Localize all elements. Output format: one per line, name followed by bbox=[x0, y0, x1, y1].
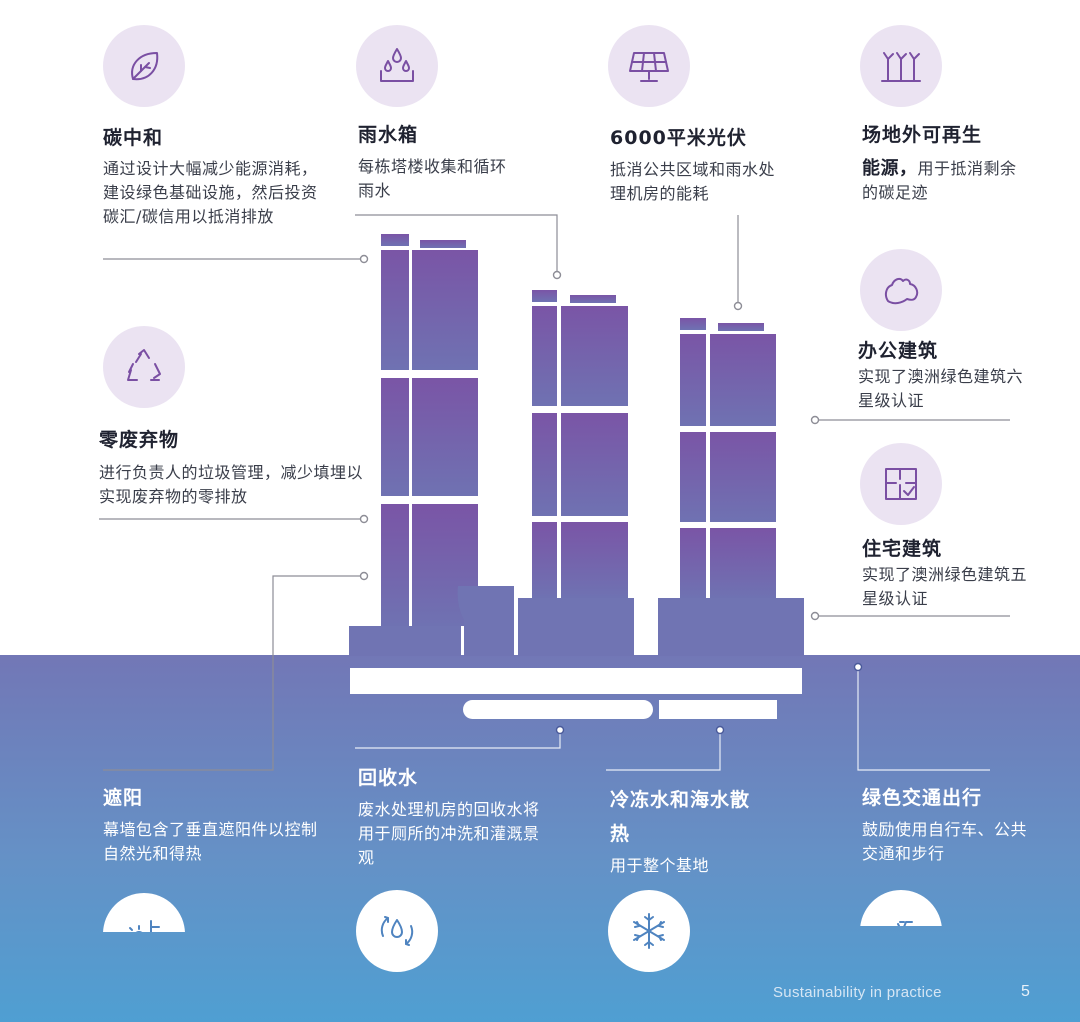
tower-middle bbox=[532, 290, 628, 598]
chilled-water-title: 冷冻水和海水散热 bbox=[610, 789, 751, 845]
solar-desc: 抵消公共区域和雨水处理机房的能耗 bbox=[610, 160, 776, 203]
solar-title: 6000平米光伏 bbox=[610, 127, 747, 149]
green-transport-title: 绿色交通出行 bbox=[862, 787, 983, 809]
basement-slab bbox=[350, 668, 802, 694]
offsite-renewable-desc-text: 用于抵消剩余的碳足迹 bbox=[862, 159, 1017, 202]
leaf-icon bbox=[103, 25, 185, 107]
recycle-icon bbox=[103, 326, 185, 408]
podium bbox=[349, 586, 804, 656]
tower-left bbox=[381, 234, 478, 626]
water-recycle-icon bbox=[356, 890, 438, 972]
offsite-renewable-title: 场地外可再生 bbox=[862, 124, 983, 146]
water-drops-icon bbox=[356, 25, 438, 107]
rain-tank-desc: 每栋塔楼收集和循环雨水 bbox=[358, 157, 507, 200]
recycled-water-desc: 废水处理机房的回收水将用于厕所的冲洗和灌溉景观 bbox=[358, 800, 540, 867]
shading-title: 遮阳 bbox=[103, 787, 144, 809]
offsite-renewable-desc: 能源，用于抵消剩余的碳足迹 bbox=[862, 157, 1027, 205]
rain-tank-title: 雨水箱 bbox=[358, 124, 419, 146]
leader-dots bbox=[359, 254, 863, 735]
green-transport-desc: 鼓励使用自行车、公共交通和步行 bbox=[862, 820, 1028, 863]
carbon-neutral-desc: 通过设计大幅减少能源消耗，建设绿色基础设施，然后投资碳汇/碳信用以抵消排放 bbox=[103, 159, 318, 226]
recycled-water-title: 回收水 bbox=[358, 767, 419, 789]
solar-panel-icon bbox=[608, 25, 690, 107]
leader-lines bbox=[99, 214, 1010, 771]
carbon-neutral-title: 碳中和 bbox=[103, 127, 164, 149]
residential-desc: 实现了澳洲绿色建筑五星级认证 bbox=[862, 565, 1028, 608]
office-desc: 实现了澳洲绿色建筑六星级认证 bbox=[858, 367, 1024, 410]
snowflake-icon bbox=[608, 890, 690, 972]
zero-waste-desc: 进行负责人的垃圾管理，减少填埋以实现废弃物的零排放 bbox=[99, 463, 364, 506]
leader-lines-light bbox=[355, 667, 990, 771]
wind-turbines-icon bbox=[860, 25, 942, 107]
office-title: 办公建筑 bbox=[858, 340, 939, 362]
residential-title: 住宅建筑 bbox=[862, 538, 943, 560]
chilled-water-desc: 用于整个基地 bbox=[610, 856, 710, 875]
zero-waste-title: 零废弃物 bbox=[99, 429, 180, 451]
australia-map-icon bbox=[860, 249, 942, 331]
basement-pipe bbox=[463, 700, 653, 719]
shading-desc: 幕墙包含了垂直遮阳件以控制自然光和得热 bbox=[103, 820, 318, 863]
offsite-renewable-desc-bold: 能源， bbox=[862, 158, 918, 179]
transit-entrances bbox=[833, 638, 962, 652]
tower-right bbox=[680, 318, 776, 598]
footer-caption: Sustainability in practice bbox=[773, 984, 942, 1001]
basement-room bbox=[659, 700, 777, 719]
floor-plan-icon bbox=[860, 443, 942, 525]
page-number: 5 bbox=[1021, 983, 1030, 1000]
